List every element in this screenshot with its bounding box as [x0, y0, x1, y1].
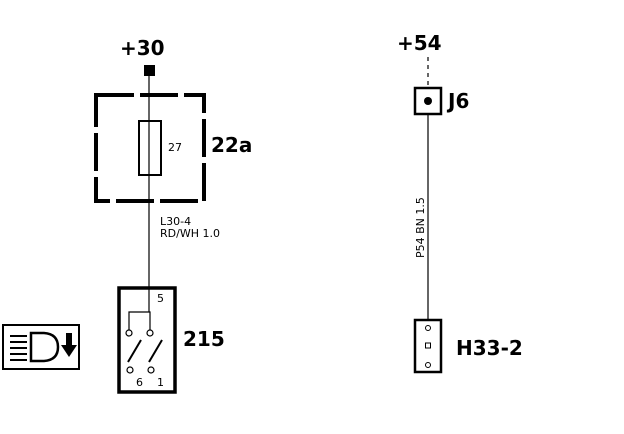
switch-contact-left-top — [125, 329, 133, 337]
switch-pin-1: 1 — [157, 376, 164, 389]
switch-pin-6: 6 — [136, 376, 143, 389]
fuse-27 — [138, 120, 162, 176]
terminal-54-label: +54 — [397, 31, 442, 55]
switch-pin-5: 5 — [157, 292, 164, 305]
fuse-box-22a — [94, 93, 206, 203]
fuse-number: 27 — [168, 141, 182, 154]
terminal-30-label: +30 — [120, 36, 165, 60]
switch-contact-left-bottom — [126, 366, 134, 374]
connector-h33-pin-top — [425, 325, 431, 331]
connector-j6-splice — [424, 97, 432, 105]
fuse-box-label: 22a — [211, 133, 252, 157]
wire-right-label: P54 BN 1.5 — [414, 197, 427, 258]
connector-h33-label: H33-2 — [456, 336, 523, 360]
switch-blade-left — [127, 339, 142, 363]
headlight-down-icon — [2, 324, 80, 370]
switch-label: 215 — [183, 327, 225, 351]
switch-contact-right-top — [146, 329, 154, 337]
connector-h33-pin-mid — [425, 342, 431, 349]
wire-left-color: RD/WH 1.0 — [160, 227, 220, 240]
switch-contact-right-bottom — [147, 366, 155, 374]
terminal-30-block — [144, 65, 155, 76]
switch-bridge — [128, 311, 151, 330]
connector-j6-label: J6 — [446, 89, 469, 113]
connector-h33-pin-bottom — [425, 362, 431, 368]
switch-blade-right — [148, 339, 163, 363]
wire-left-code: L30-4 — [160, 215, 191, 228]
switch-215-housing — [117, 286, 177, 394]
